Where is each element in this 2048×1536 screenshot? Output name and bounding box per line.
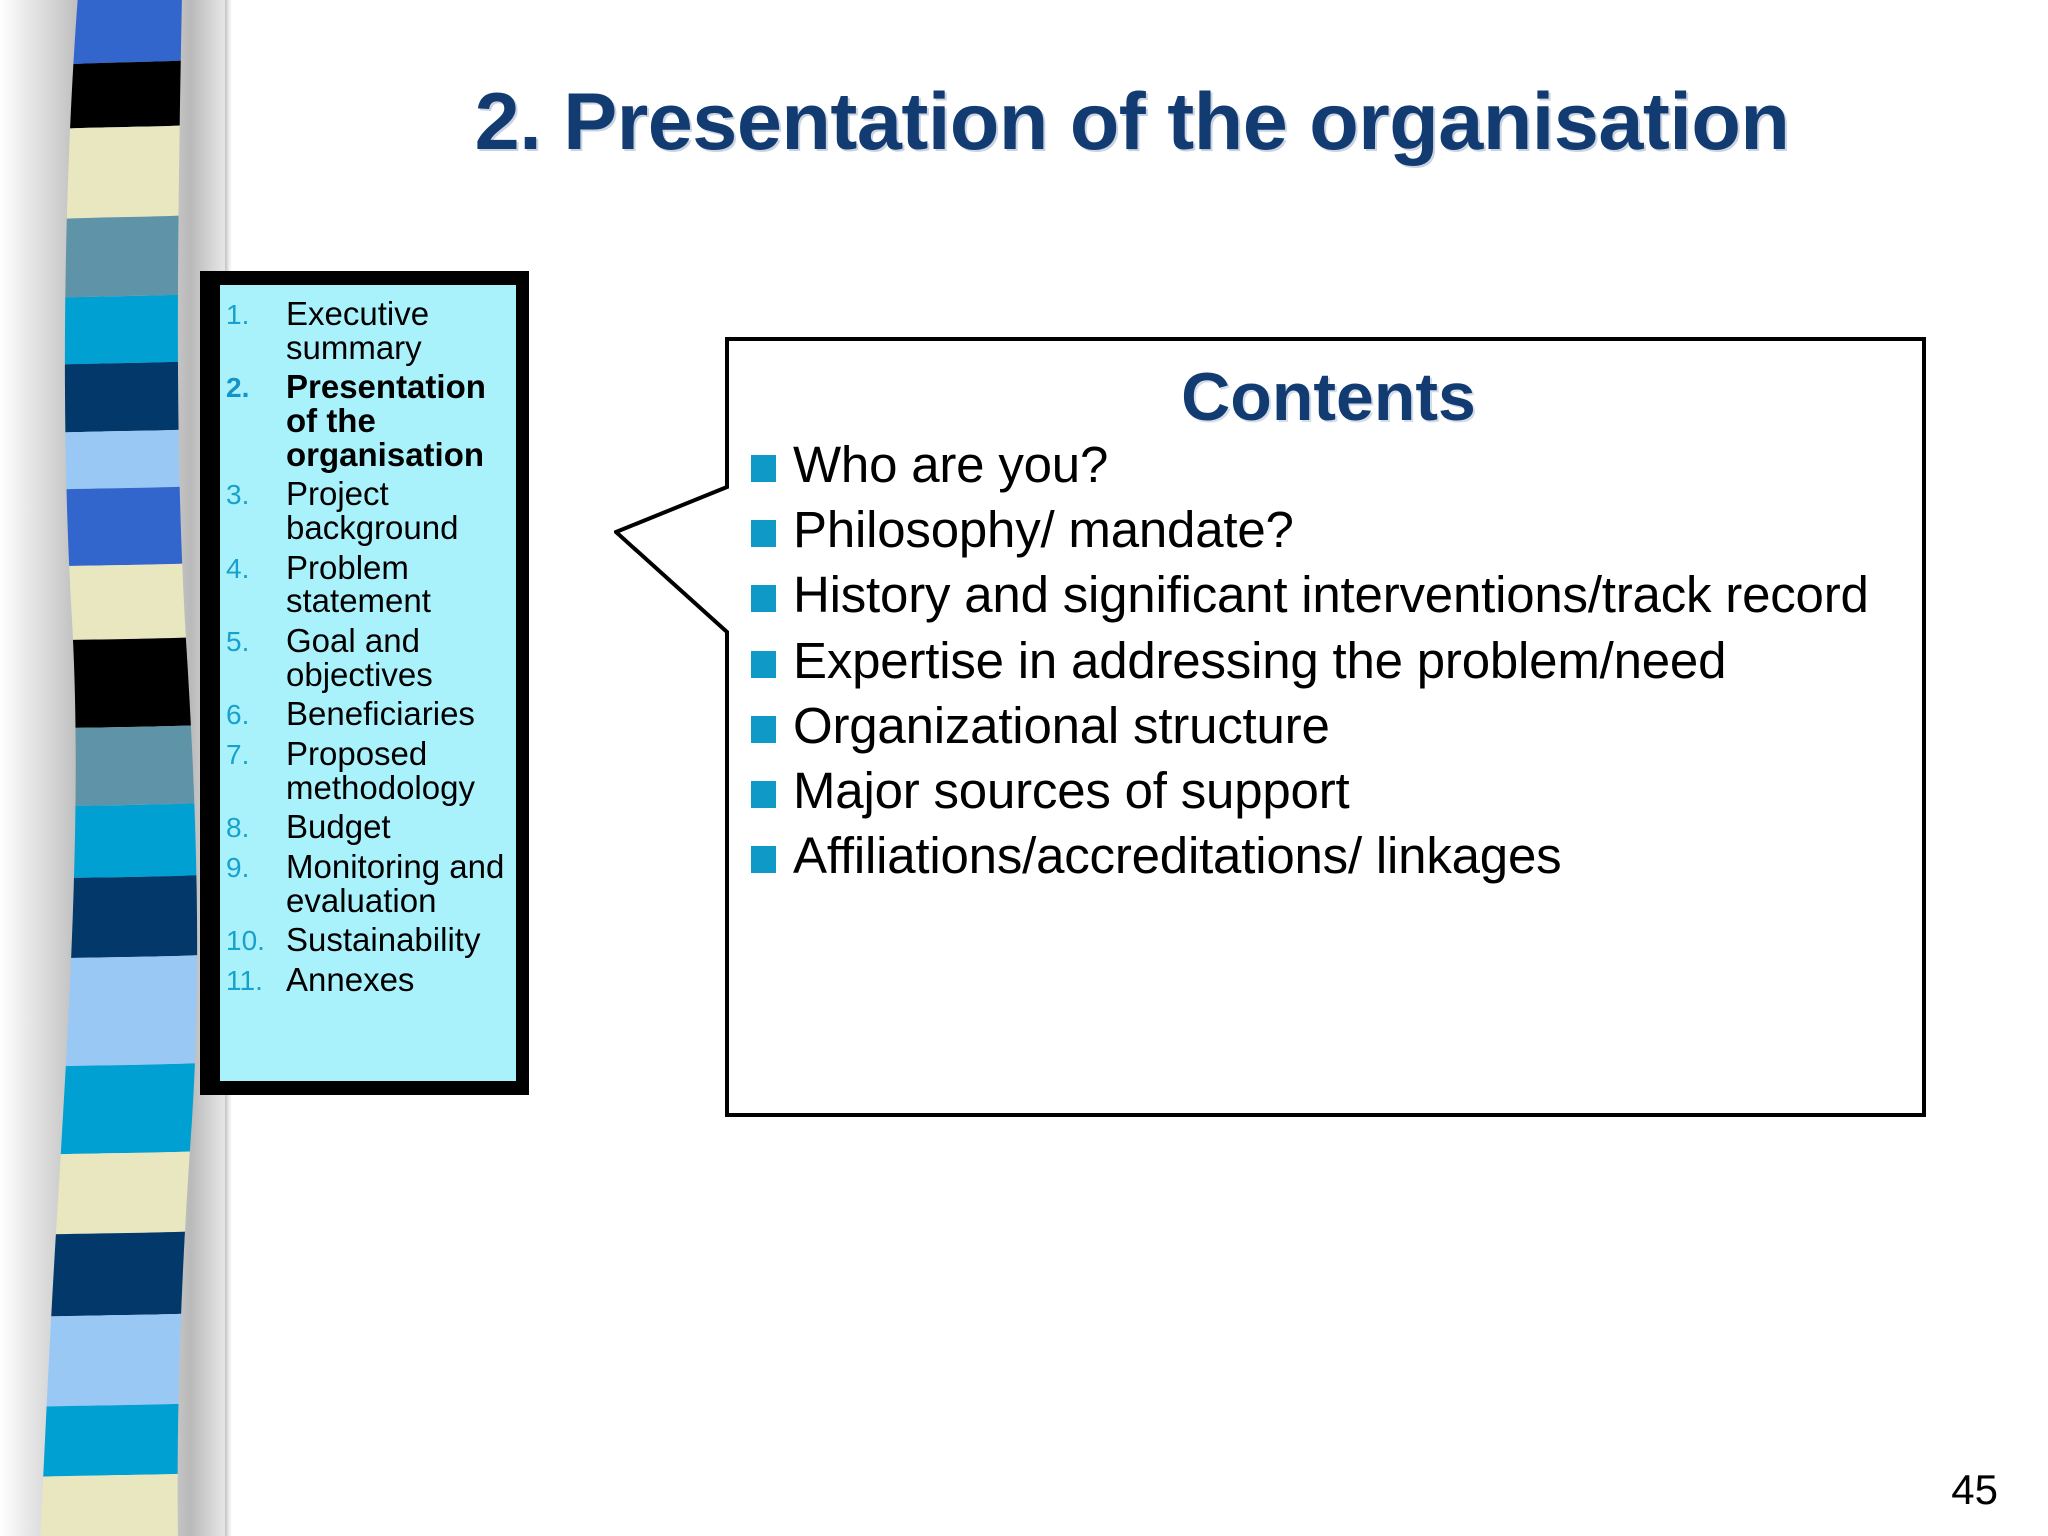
square-bullet-icon: [751, 781, 793, 809]
square-bullet-icon: [751, 715, 793, 743]
square-bullet-icon: [751, 650, 793, 678]
contents-body: Contents Who are you? Philosophy/ mandat…: [727, 337, 1926, 1117]
outline-item-label: Beneficiaries: [286, 695, 475, 733]
content-bullet-text: Philosophy/ mandate?: [793, 501, 1294, 559]
outline-item-4[interactable]: 4. Problem statement: [220, 548, 510, 620]
outline-item-number: 10.: [226, 925, 265, 957]
square-bullet-icon: [751, 846, 793, 874]
outline-item-number: 4.: [226, 552, 250, 584]
callout-outline-shape: [614, 337, 1926, 1117]
outline-item-label: Sustainability: [286, 921, 481, 959]
outline-item-number: 11.: [226, 964, 263, 996]
square-bullet-icon: [751, 455, 793, 482]
content-bullet-3: History and significant interventions/tr…: [751, 563, 1906, 626]
content-bullet-text: Major sources of support: [793, 762, 1350, 820]
outline-item-3[interactable]: 3. Project background: [220, 477, 510, 544]
outline-item-7[interactable]: 7. Proposed methodology: [220, 734, 510, 806]
outline-item-9[interactable]: 9. Monitoring and evaluation: [220, 847, 510, 919]
content-bullet-5: Organizational structure: [751, 694, 1906, 757]
outline-item-number: 8.: [226, 812, 250, 844]
outline-item-1[interactable]: 1. Executive summary: [220, 297, 510, 364]
outline-item-number: 2.: [226, 372, 250, 404]
outline-item-number: 3.: [226, 479, 250, 511]
outline-list: 1. Executive summary 2. Presentation of …: [220, 285, 516, 1081]
outline-item-8[interactable]: 8. Budget: [220, 810, 510, 844]
outline-item-number: 7.: [226, 738, 250, 770]
page-number: 45: [1951, 1466, 1998, 1513]
outline-item-label: Proposed methodology: [286, 734, 475, 806]
outline-item-10[interactable]: 10. Sustainability: [220, 923, 510, 957]
outline-item-label: Goal and objectives: [286, 621, 433, 693]
content-bullet-7: Affiliations/accreditations/ linkages: [751, 824, 1906, 887]
band-stripes-svg: [40, 0, 198, 1536]
decorative-left-band: [0, 0, 232, 1536]
outline-item-label: Presentation of the organisation: [286, 368, 486, 473]
content-bullet-6: Major sources of support: [751, 759, 1906, 822]
content-bullet-1: Who are you?: [751, 433, 1906, 496]
outline-item-2[interactable]: 2. Presentation of the organisation: [220, 370, 510, 471]
outline-item-5[interactable]: 5. Goal and objectives: [220, 621, 510, 693]
square-bullet-icon: [751, 585, 793, 613]
outline-item-label: Executive summary: [286, 295, 430, 366]
contents-callout: Contents Who are you? Philosophy/ mandat…: [614, 337, 1926, 1117]
band-stripe-group: [40, 0, 198, 1536]
outline-item-11[interactable]: 11. Annexes: [220, 963, 510, 997]
square-bullet-icon: [751, 520, 793, 548]
content-bullet-4: Expertise in addressing the problem/need: [751, 629, 1906, 692]
content-bullet-2: Philosophy/ mandate?: [751, 498, 1906, 561]
content-bullet-text: Who are you?: [793, 436, 1109, 493]
outline-item-6[interactable]: 6. Beneficiaries: [220, 697, 510, 731]
content-bullet-text: History and significant interventions/tr…: [793, 566, 1869, 624]
content-bullet-text: Expertise in addressing the problem/need: [793, 631, 1727, 689]
outline-item-label: Problem statement: [286, 548, 431, 620]
outline-item-number: 5.: [226, 625, 250, 657]
outline-item-label: Annexes: [286, 960, 415, 998]
contents-heading: Contents: [1181, 359, 1476, 435]
outline-item-label: Budget: [286, 808, 391, 846]
outline-item-label: Project background: [286, 475, 459, 546]
page-title: 2. Presentation of the organisation: [474, 77, 1790, 167]
outline-item-number: 1.: [226, 299, 250, 330]
content-bullet-text: Organizational structure: [793, 696, 1330, 754]
outline-item-number: 6.: [226, 699, 250, 731]
content-bullet-text: Affiliations/accreditations/ linkages: [793, 827, 1562, 885]
outline-item-number: 9.: [226, 851, 250, 883]
outline-item-label: Monitoring and evaluation: [286, 847, 505, 919]
outline-box: 1. Executive summary 2. Presentation of …: [200, 271, 529, 1095]
